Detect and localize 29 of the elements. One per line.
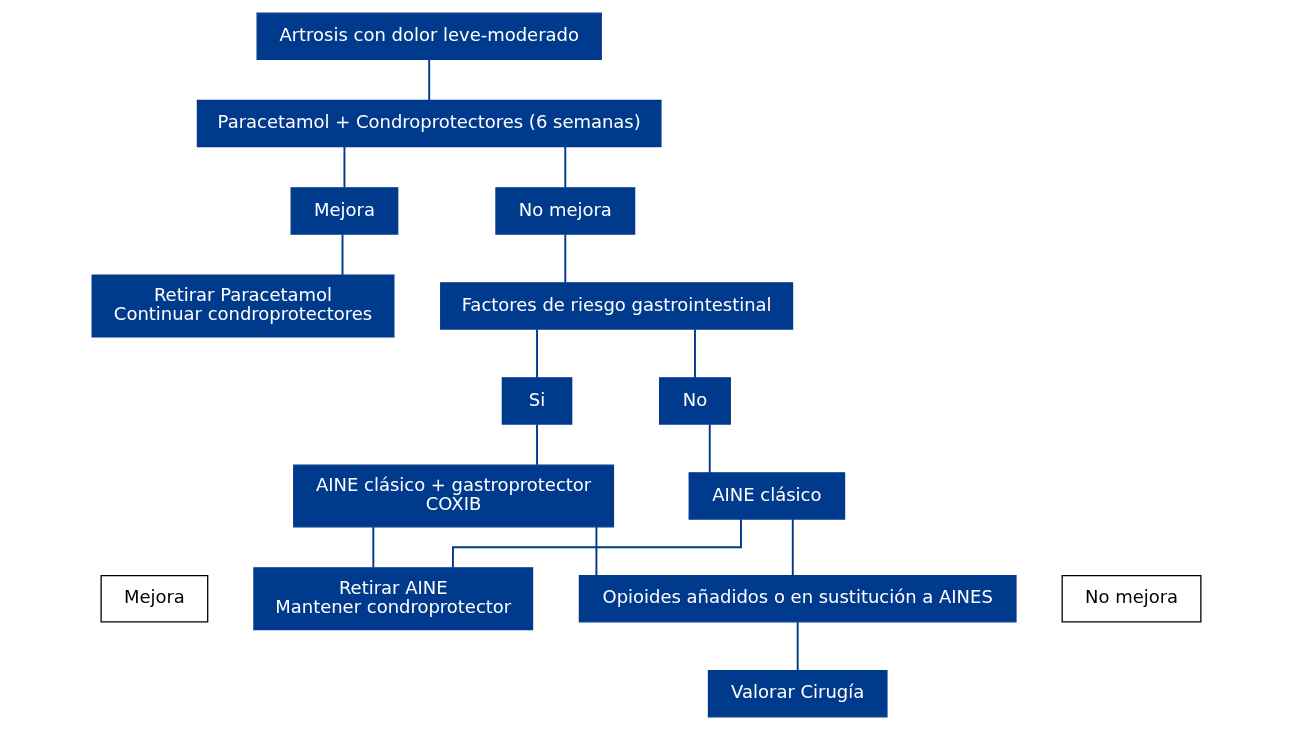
node-box: Artrosis con dolor leve-moderado [256, 12, 602, 61]
node-box: Valorar Cirugía [707, 669, 888, 718]
node-box: No [658, 377, 731, 425]
node-box: Retirar Paracetamol Continuar condroprotectores [91, 274, 394, 338]
connector [427, 58, 430, 102]
node-box: No mejora [1061, 574, 1201, 623]
node-box: AINE clásico [688, 472, 845, 520]
connector [535, 423, 538, 466]
connector [341, 233, 343, 276]
connector [371, 525, 374, 569]
node-box: Retirar AINE Mantener condroprotector [252, 567, 533, 631]
connector [594, 525, 597, 577]
node-box: Paracetamol + Condroprotectores (6 semanas) [196, 99, 662, 148]
node-box: AINE clásico + gastroprotector COXIB [292, 464, 614, 528]
node-box: Opioides añadidos o en sustitución a AINES [578, 574, 1017, 623]
connector [791, 518, 794, 577]
connector [563, 146, 566, 189]
connector [708, 423, 711, 474]
connector [796, 621, 799, 672]
connector [535, 328, 538, 379]
node-box: No mejora [494, 187, 635, 235]
node-box: Factores de riesgo gastrointestinal [439, 282, 793, 330]
node-box: Mejora [100, 574, 208, 623]
connector [451, 518, 742, 569]
connector [693, 328, 696, 379]
connector [563, 233, 566, 284]
node-box: Si [501, 377, 572, 425]
connector [342, 146, 345, 189]
node-box: Mejora [290, 187, 398, 235]
